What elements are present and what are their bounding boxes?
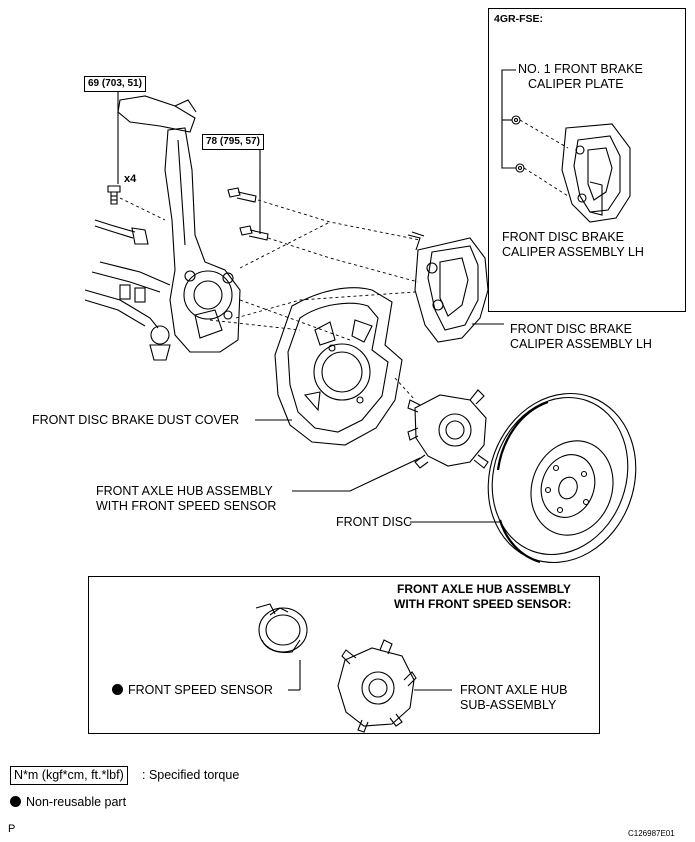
inset-hub-title-line1: FRONT AXLE HUB ASSEMBLY <box>397 582 572 596</box>
caliper-drawing <box>407 231 489 343</box>
label-speed-sensor-text: FRONT SPEED SENSOR <box>128 683 273 697</box>
legend-torque-box: N*m (kgf*cm, ft.*lbf) <box>10 766 128 785</box>
inset-hub-assembly <box>88 576 600 734</box>
dust-cover-drawing <box>274 287 403 446</box>
inset-4gr-fse <box>488 8 686 312</box>
figure-code: C126987E01 <box>628 829 675 838</box>
label-subhub-line1: FRONT AXLE HUB <box>460 683 568 697</box>
caliper-bolt-2 <box>239 225 269 241</box>
torque-label-caliper-bolt: 78 (795, 57) <box>202 134 264 150</box>
caliper-bolt-1 <box>227 187 257 203</box>
legend-nonreusable-text: Non-reusable part <box>26 795 127 809</box>
axle-hub-drawing <box>407 389 489 469</box>
steering-knuckle-drawing <box>84 95 269 361</box>
non-reusable-icon <box>112 684 123 695</box>
label-caliper-line2: CALIPER ASSEMBLY LH <box>510 337 652 351</box>
label-caliper-plate-line2: CALIPER PLATE <box>528 77 624 91</box>
label-inset-caliper-line2: CALIPER ASSEMBLY LH <box>502 245 644 259</box>
knuckle-bolt <box>107 185 121 205</box>
hub-subassembly-drawing <box>337 639 417 733</box>
disc-drawing <box>487 392 637 564</box>
torque-label-knuckle-bolt: 69 (703, 51) <box>84 76 146 92</box>
label-subhub-line2: SUB-ASSEMBLY <box>460 698 557 712</box>
label-dust-cover: FRONT DISC BRAKE DUST COVER <box>32 413 240 427</box>
alignment-lines <box>119 197 421 401</box>
legend-nonreusable: Non-reusable part <box>10 795 126 810</box>
label-caliper-line1: FRONT DISC BRAKE <box>510 322 633 336</box>
footer-left: P <box>8 823 16 835</box>
inset-4gr-fse-title: 4GR-FSE: <box>494 13 544 25</box>
bolt-quantity: x4 <box>124 173 137 185</box>
label-caliper-plate-line1: NO. 1 FRONT BRAKE <box>518 62 643 76</box>
inset-hub-title-line2: WITH FRONT SPEED SENSOR: <box>394 597 572 611</box>
legend-torque-desc: : Specified torque <box>142 768 240 782</box>
label-front-disc: FRONT DISC <box>336 515 413 529</box>
label-hub-line2: WITH FRONT SPEED SENSOR <box>96 499 277 513</box>
speed-sensor-drawing <box>255 603 308 654</box>
inset-caliper-drawing <box>511 115 631 223</box>
label-hub-line1: FRONT AXLE HUB ASSEMBLY <box>96 484 273 498</box>
label-speed-sensor: FRONT SPEED SENSOR <box>112 683 273 698</box>
label-inset-caliper-line1: FRONT DISC BRAKE <box>502 230 625 244</box>
non-reusable-legend-icon <box>10 796 21 807</box>
